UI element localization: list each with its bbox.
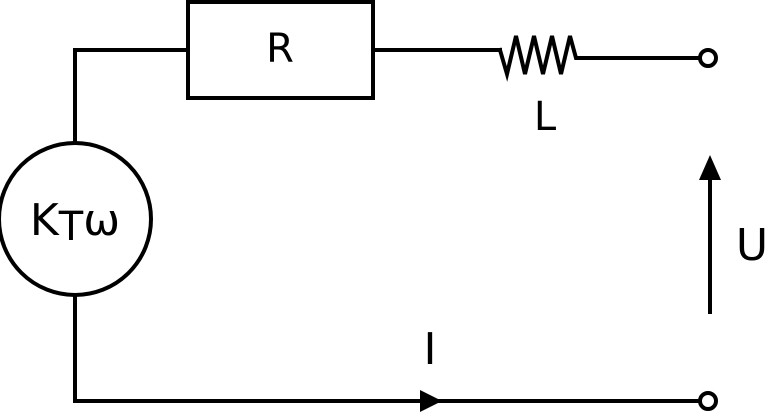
wire-bottom (73, 293, 702, 403)
inductor-coil (497, 35, 584, 82)
terminal-bottom (698, 391, 718, 411)
source-label-k: K (30, 195, 60, 246)
source-label-omega: ω (83, 195, 120, 246)
source-label-t: T (58, 204, 84, 250)
current-label: I (424, 324, 437, 375)
terminal-top (698, 48, 718, 68)
wire-left-top (73, 48, 190, 145)
current-arrow (420, 390, 442, 412)
resistor (186, 0, 375, 100)
inductor-label: L (534, 94, 557, 140)
voltage-label: U (736, 220, 768, 271)
resistor-label: R (266, 26, 294, 72)
voltage-arrow-head (699, 155, 721, 180)
source-label: KTω (30, 195, 120, 250)
